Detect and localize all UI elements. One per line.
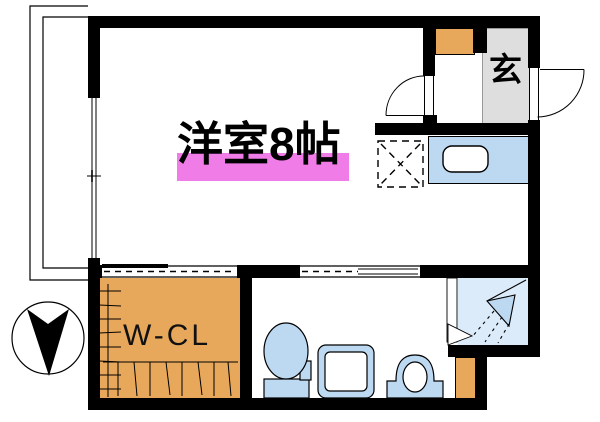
wall-hall-vertical: [423, 16, 435, 76]
wall-kitchen-divider: [375, 123, 540, 135]
wall-shower-bottom: [448, 345, 540, 357]
wall-shoe-stub: [473, 16, 487, 53]
washbasin-icon: [386, 354, 444, 399]
shoe-cabinet: [435, 28, 475, 55]
entrance-label: 玄: [489, 51, 522, 88]
wall-right-mid: [528, 120, 540, 357]
sliding-door-wcl-icon: [102, 264, 237, 278]
main-room-label-highlight: [177, 153, 349, 181]
wall-left-upper: [88, 16, 100, 98]
wcl-hatch-icon: [98, 284, 238, 397]
washing-machine-pan-icon: [317, 344, 375, 399]
shower-head-icon: [471, 279, 527, 344]
sliding-door-sanitary-icon: [300, 265, 420, 278]
wall-room-bottom-mid: [237, 265, 300, 278]
walk-in-closet-floor: [100, 278, 240, 398]
wall-room-bottom-right: [420, 265, 540, 278]
wall-right-upper: [528, 16, 540, 68]
entrance-genkan-floor: [482, 28, 530, 125]
wall-room-bottom-left: [88, 265, 102, 278]
wall-right-lower-step: [475, 357, 487, 410]
balcony: [29, 5, 88, 281]
wall-left-lower: [88, 258, 100, 410]
refrigerator-space-icon: [377, 140, 424, 188]
walk-in-closet-label: W-CL: [123, 319, 212, 352]
toilet-icon: [263, 322, 312, 399]
shower-door-icon: [446, 277, 474, 346]
entrance-door-icon: [529, 68, 585, 120]
wall-bottom: [88, 398, 487, 410]
window-icon: [87, 98, 101, 258]
main-room-label: 洋室8帖: [177, 118, 341, 170]
wall-wcl-divider: [240, 278, 252, 400]
interior-door-icon: [385, 75, 434, 116]
kitchen-sink-icon: [442, 145, 489, 173]
north-arrow-icon: [11, 301, 85, 376]
wall-hall-stub: [423, 115, 437, 135]
